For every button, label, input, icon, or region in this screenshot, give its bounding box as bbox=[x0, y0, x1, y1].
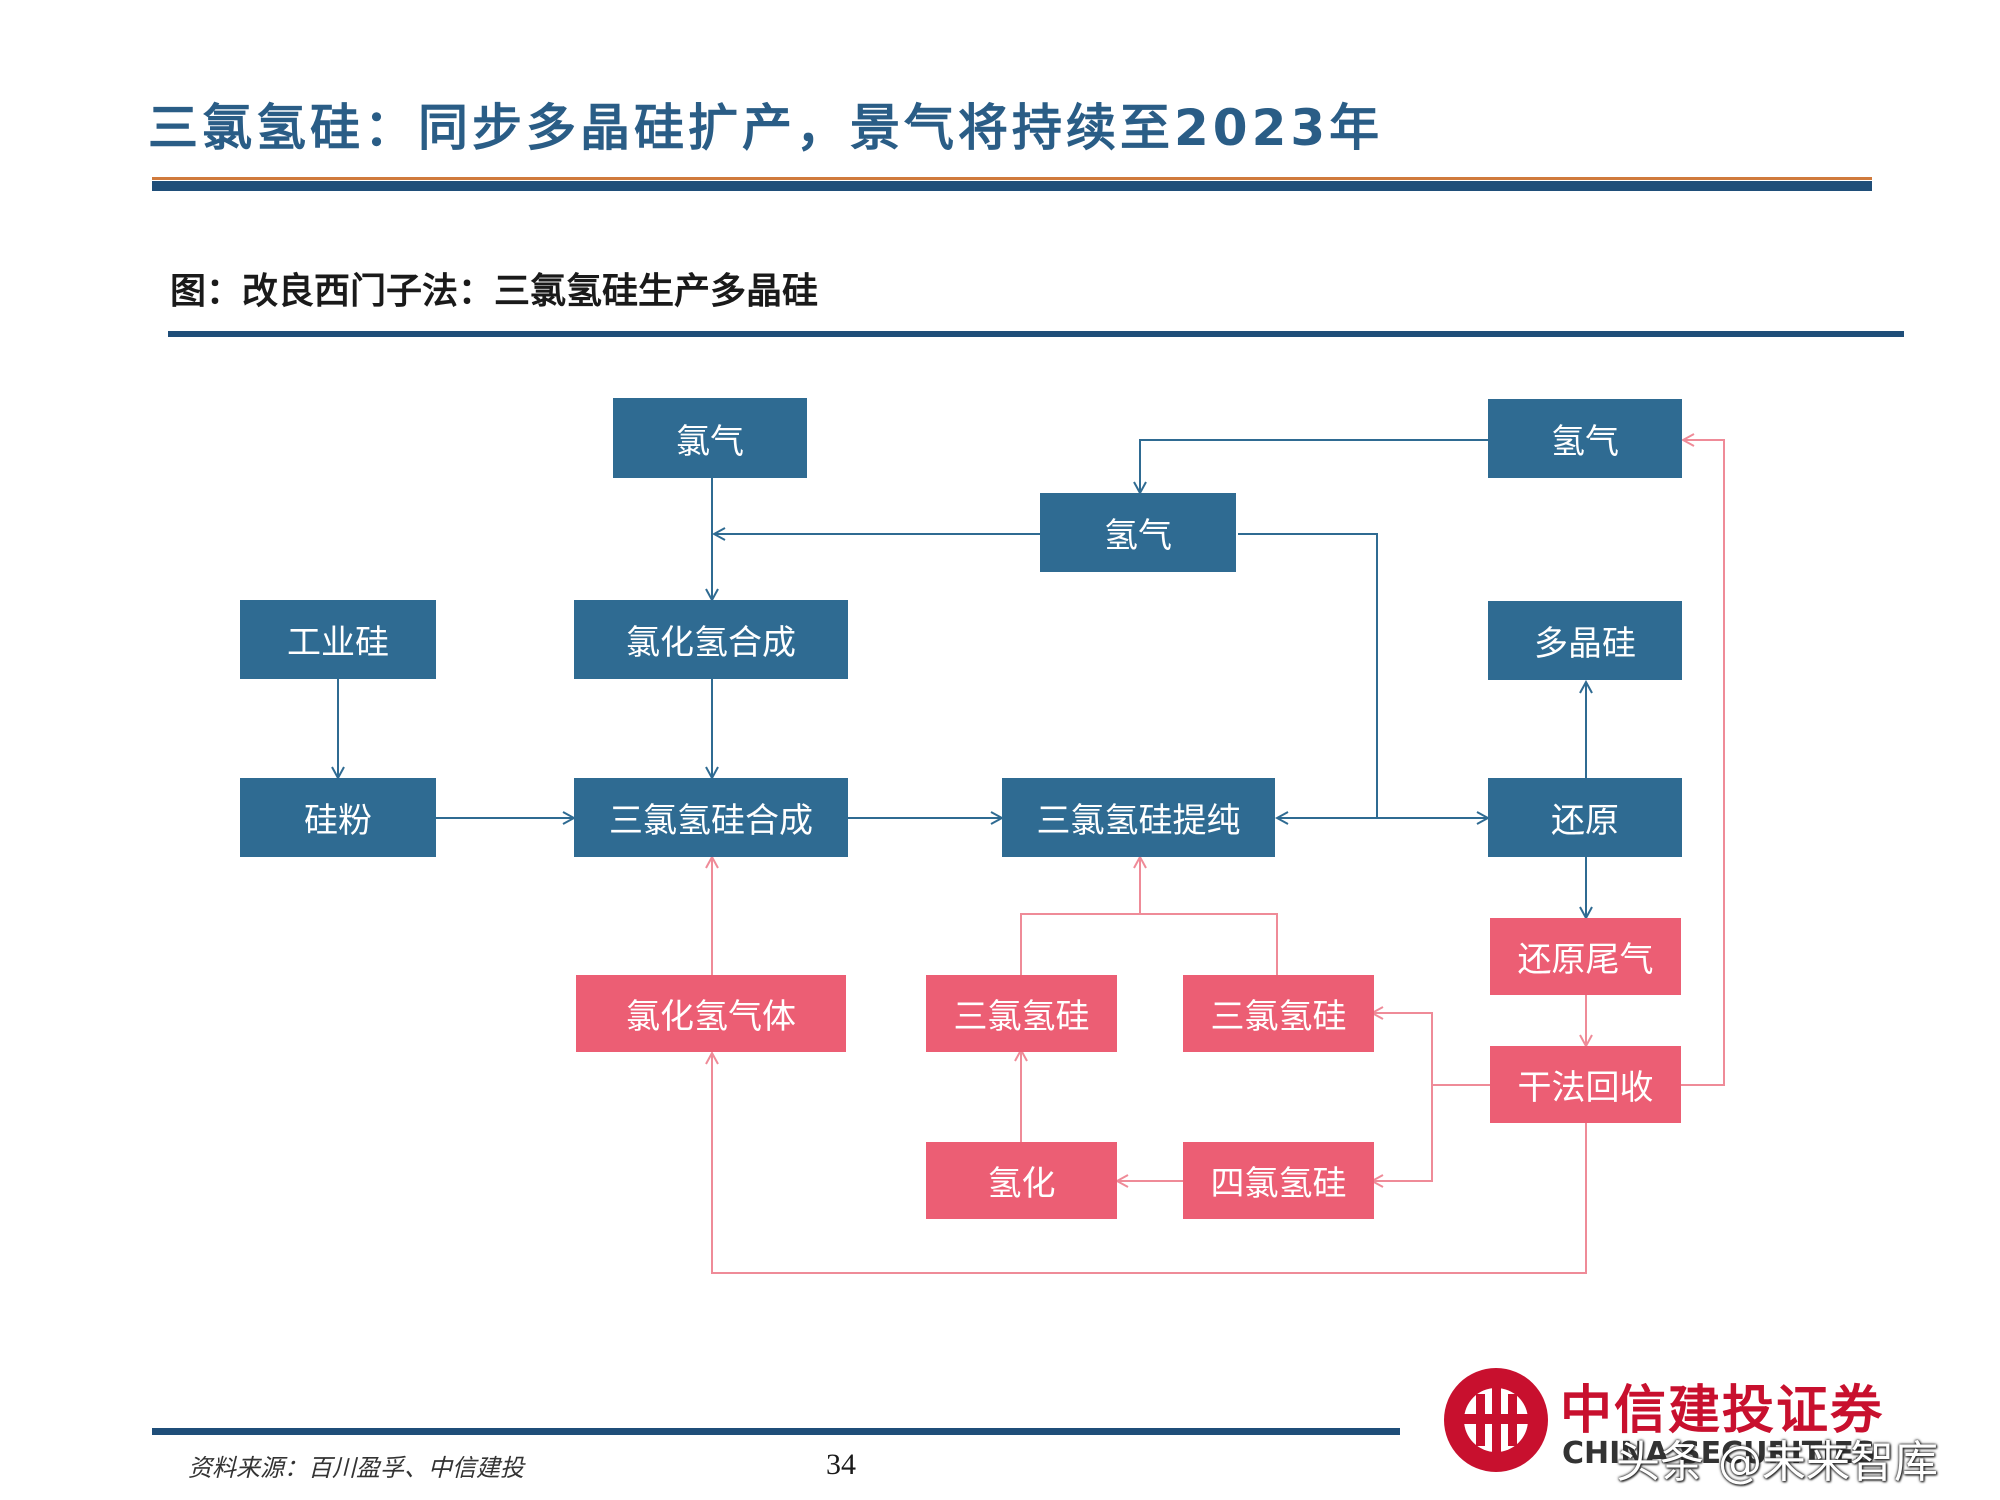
node-hcl-synthesis: 氯化氢合成 bbox=[574, 600, 848, 679]
arrow-recovery-to-tcs bbox=[1372, 1013, 1433, 1085]
source-note: 资料来源：百川盈孚、中信建投 bbox=[188, 1454, 524, 1482]
node-dry-recovery: 干法回收 bbox=[1490, 1046, 1681, 1123]
footer-rule bbox=[152, 1428, 1400, 1435]
node-hydrogen-top: 氢气 bbox=[1488, 399, 1682, 478]
node-reduction: 还原 bbox=[1488, 778, 1682, 857]
figure-title-rule bbox=[168, 331, 1904, 337]
arrow-hydrogen-top-to-mid bbox=[1140, 439, 1491, 493]
node-stc: 四氯氢硅 bbox=[1183, 1142, 1374, 1219]
title-accent-rule bbox=[152, 177, 1872, 180]
node-hcl-gas: 氯化氢气体 bbox=[576, 975, 846, 1052]
node-silicon-powder: 硅粉 bbox=[240, 778, 436, 857]
arrow-recovery-to-hydrogen bbox=[1681, 440, 1725, 1086]
node-tcs-right: 三氯氢硅 bbox=[1183, 975, 1374, 1052]
watermark: 头条 @未来智库 bbox=[1616, 1437, 1938, 1488]
arrow-recovery-to-hclgas bbox=[712, 1053, 1587, 1274]
page-number: 34 bbox=[826, 1448, 856, 1481]
arrow-recovery-to-stc bbox=[1372, 1085, 1433, 1181]
page-title: 三氯氢硅：同步多晶硅扩产，景气将持续至2023年 bbox=[148, 99, 1384, 157]
node-tcs-purification: 三氯氢硅提纯 bbox=[1002, 778, 1275, 857]
node-hydrogenation: 氢化 bbox=[926, 1142, 1117, 1219]
node-tcs-left: 三氯氢硅 bbox=[926, 975, 1117, 1052]
company-logo-english: CHINA SECURITIES bbox=[1562, 1436, 1876, 1471]
title-rule bbox=[152, 181, 1872, 191]
arrow-tcs-to-purification bbox=[1020, 913, 1278, 975]
company-logo-text: 中信建投证券 bbox=[1560, 1381, 1885, 1441]
node-chlorine: 氯气 bbox=[613, 398, 807, 478]
node-reduction-tail-gas: 还原尾气 bbox=[1490, 918, 1681, 995]
node-polysilicon: 多晶硅 bbox=[1488, 601, 1682, 680]
figure-title: 图：改良西门子法：三氯氢硅生产多晶硅 bbox=[170, 270, 819, 312]
node-tcs-synthesis: 三氯氢硅合成 bbox=[574, 778, 848, 857]
arrow-hydrogen-to-purification bbox=[1238, 533, 1378, 818]
node-industrial-silicon: 工业硅 bbox=[240, 600, 436, 679]
node-hydrogen-mid: 氢气 bbox=[1040, 493, 1236, 572]
citic-logo-icon bbox=[1444, 1368, 1548, 1472]
